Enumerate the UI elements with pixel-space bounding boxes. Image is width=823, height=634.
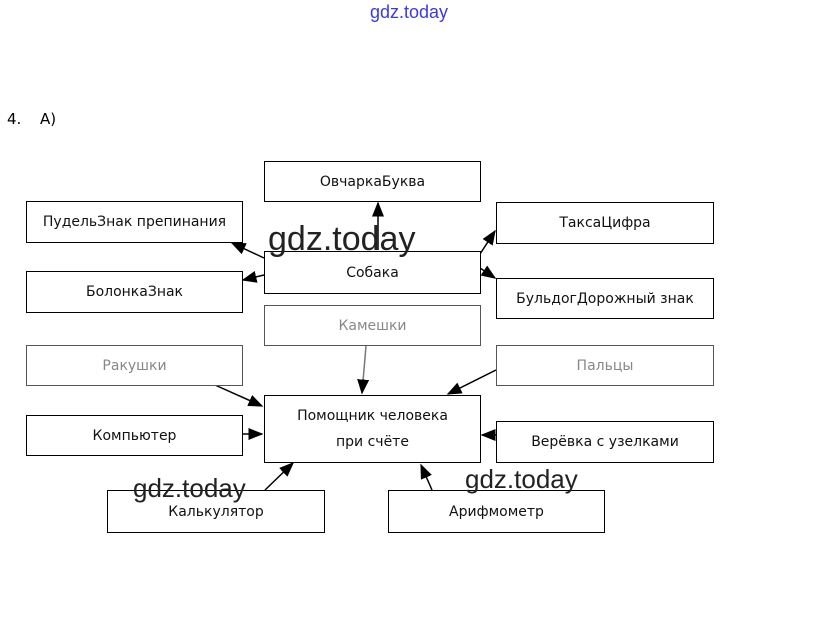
watermark-top: gdz.today bbox=[370, 2, 449, 22]
box-kameshki: Камешки bbox=[264, 305, 481, 346]
box-sobaka: Собака bbox=[264, 251, 481, 294]
box-verevka: Верёвка с узелками bbox=[496, 421, 714, 463]
arrow-sobaka-bolonka bbox=[241, 271, 265, 283]
box-buldog: БульдогДорожный знак bbox=[496, 278, 714, 319]
watermark: gdz.today bbox=[465, 464, 578, 494]
arrow-kalkulyator-pomoshnik bbox=[264, 461, 295, 491]
box-pudel: ПудельЗнак препинания bbox=[26, 201, 243, 243]
watermark: gdz.today bbox=[133, 473, 246, 503]
box-pomoshnik: Помощник человека при счёте bbox=[264, 395, 481, 463]
arrow-sobaka-buldog bbox=[479, 265, 497, 279]
box-bolonka: БолонкаЗнак bbox=[26, 271, 243, 313]
task-part: А) bbox=[40, 110, 57, 128]
box-paltsy: Пальцы bbox=[496, 345, 714, 386]
pomoshnik-line1: Помощник человека bbox=[297, 408, 448, 424]
box-taksa: ТаксаЦифра bbox=[496, 202, 714, 244]
box-rakushki: Ракушки bbox=[26, 345, 243, 386]
pomoshnik-line2: при счёте bbox=[336, 434, 409, 450]
box-arifmometr: Арифмометр bbox=[388, 490, 605, 533]
box-kalkulyator: Калькулятор bbox=[107, 490, 325, 533]
arrow-paltsy-pomoshnik bbox=[446, 369, 497, 395]
arrow-arifmometr-pomoshnik bbox=[420, 463, 433, 491]
arrow-rakushki-pomoshnik bbox=[214, 384, 264, 407]
arrow-sobaka-taksa bbox=[479, 229, 496, 255]
task-number: 4. bbox=[7, 110, 22, 128]
box-ovcharka: ОвчаркаБуква bbox=[264, 161, 481, 202]
arrow-kameshki-pomoshnik bbox=[357, 345, 370, 395]
arrow-sobaka-pudel bbox=[230, 242, 265, 259]
box-kompyuter: Компьютер bbox=[26, 415, 243, 456]
watermark: gdz.today bbox=[268, 220, 416, 258]
